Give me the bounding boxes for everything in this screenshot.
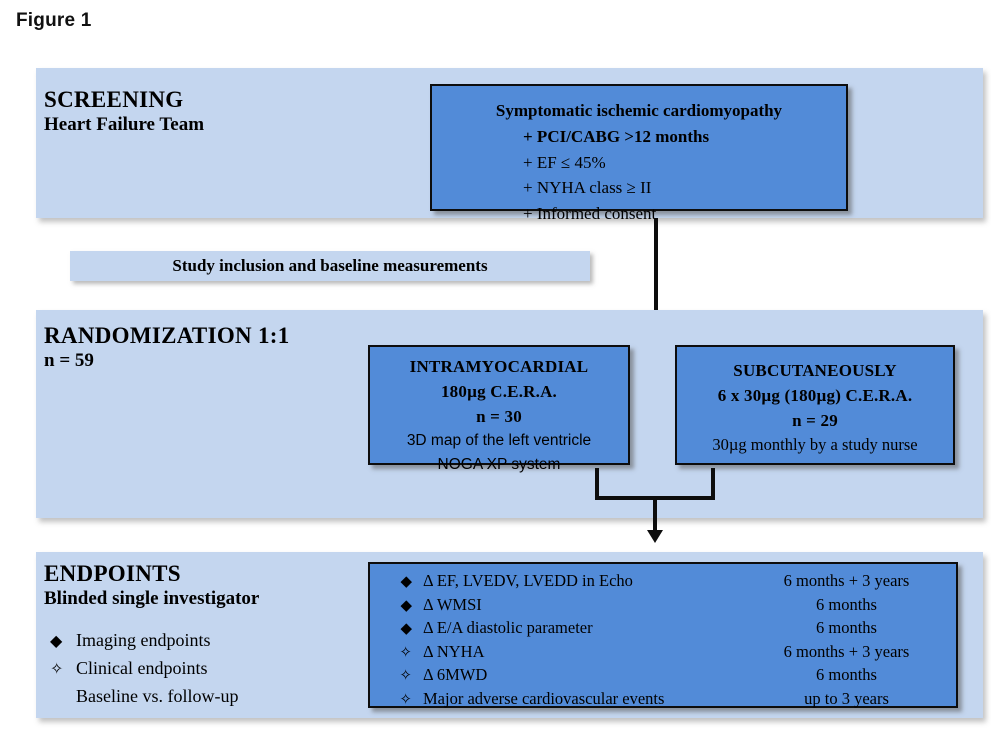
endpoints-subheading: Blinded single investigator [44,588,260,610]
table-row: ◆ Δ E/A diastolic parameter 6 months [370,618,956,644]
endpoint-timepoint: 6 months [816,665,877,684]
criteria-line: + EF ≤ 45% [523,152,606,172]
arm-dose: 180µg C.E.R.A. [440,381,557,401]
randomization-heading: RANDOMIZATION 1:1 [44,323,290,348]
criteria-line: + Informed consent [523,204,657,224]
endpoints-labels: ENDPOINTS Blinded single investigator [44,560,259,611]
endpoint-label: Δ WMSI [423,594,482,614]
endpoint-label: Δ NYHA [423,641,485,661]
screening-criteria-box: Symptomatic ischemic cardiomyopathy + PC… [430,84,848,223]
table-row: ◆ Δ WMSI 6 months [370,594,956,621]
open-diamond-icon: ✧ [399,691,412,708]
merge-trunk-vertical [653,496,657,534]
arm-content: INTRAMYOCARDIAL 180µg C.E.R.A. n = 30 3D… [370,347,628,476]
filled-diamond-icon: ◆ [400,597,412,614]
legend-label: Imaging endpoints [76,630,211,650]
screening-criteria-list: Symptomatic ischemic cardiomyopathy + PC… [432,98,846,227]
endpoint-label: Δ E/A diastolic parameter [423,618,593,637]
arm-title: INTRAMYOCARDIAL [409,357,589,376]
criteria-line: + PCI/CABG >12 months [523,126,710,146]
merge-right-stub [711,468,715,500]
filled-diamond-icon: ◆ [400,574,412,590]
table-row: ◆ Δ EF, LVEDV, LVEDD in Echo 6 months + … [370,571,956,597]
arm-title: SUBCUTANEOUSLY [733,361,897,380]
merge-left-stub [595,468,599,500]
arm-n: n = 29 [792,410,838,430]
arm-box-intramyocardial: INTRAMYOCARDIAL 180µg C.E.R.A. n = 30 3D… [368,345,630,473]
endpoint-label: Major adverse cardiovascular events [423,688,665,708]
endpoints-heading: ENDPOINTS [44,561,181,586]
criteria-line: + NYHA class ≥ II [523,178,652,198]
table-row: ✧ Major adverse cardiovascular events up… [370,688,956,715]
open-diamond-icon: ✧ [399,668,412,684]
arm-n: n = 30 [476,406,522,426]
figure-title: Figure 1 [16,10,92,31]
endpoint-timepoint: 6 months [816,618,877,637]
arm-box-subcutaneous: SUBCUTANEOUSLY 6 x 30µg (180µg) C.E.R.A.… [675,345,955,465]
filled-diamond-icon: ◆ [50,633,63,650]
randomization-labels: RANDOMIZATION 1:1 n = 59 [44,322,290,373]
connector-trunk-vertical [654,218,658,327]
legend-item-imaging: ◆ Imaging endpoints [50,630,238,651]
screening-labels: SCREENING Heart Failure Team [44,86,204,137]
arm-detail-1: 30µg monthly by a study nurse [712,435,918,455]
criteria-line: Symptomatic ischemic cardiomyopathy [495,101,783,120]
endpoints-table: ◆ Δ EF, LVEDV, LVEDD in Echo 6 months + … [370,571,956,715]
endpoint-label: Δ 6MWD [423,665,488,684]
screening-heading: SCREENING [44,87,184,112]
legend-label: Clinical endpoints [76,658,208,678]
endpoint-timepoint: 6 months + 3 years [783,571,910,590]
table-row: ✧ Δ 6MWD 6 months [370,665,956,691]
legend-note: Baseline vs. follow-up [76,686,239,706]
endpoint-label: Δ EF, LVEDV, LVEDD in Echo [423,571,633,590]
arm-detail-1: 3D map of the left ventricle [406,432,592,450]
study-inclusion-label: Study inclusion and baseline measurement… [172,256,488,275]
open-diamond-icon: ✧ [50,661,64,678]
endpoints-table-box: ◆ Δ EF, LVEDV, LVEDD in Echo 6 months + … [368,562,958,708]
endpoints-legend: ◆ Imaging endpoints ✧ Clinical endpoints… [50,630,238,707]
randomization-subheading: n = 59 [44,350,94,372]
arm-dose: 6 x 30µg (180µg) C.E.R.A. [717,385,913,405]
table-row: ✧ Δ NYHA 6 months + 3 years [370,641,956,668]
arm-content: SUBCUTANEOUSLY 6 x 30µg (180µg) C.E.R.A.… [677,347,953,458]
open-diamond-icon: ✧ [399,644,412,661]
screening-subheading: Heart Failure Team [44,114,205,136]
arm-detail-2: NOGA XP system [437,455,561,473]
study-inclusion-bar: Study inclusion and baseline measurement… [70,251,590,281]
filled-diamond-icon: ◆ [400,621,412,637]
legend-item-clinical: ✧ Clinical endpoints [50,658,238,679]
endpoint-timepoint: 6 months [816,594,877,614]
endpoint-timepoint: up to 3 years [804,688,889,708]
endpoint-timepoint: 6 months + 3 years [783,641,910,661]
arrow-to-endpoints [647,530,663,543]
